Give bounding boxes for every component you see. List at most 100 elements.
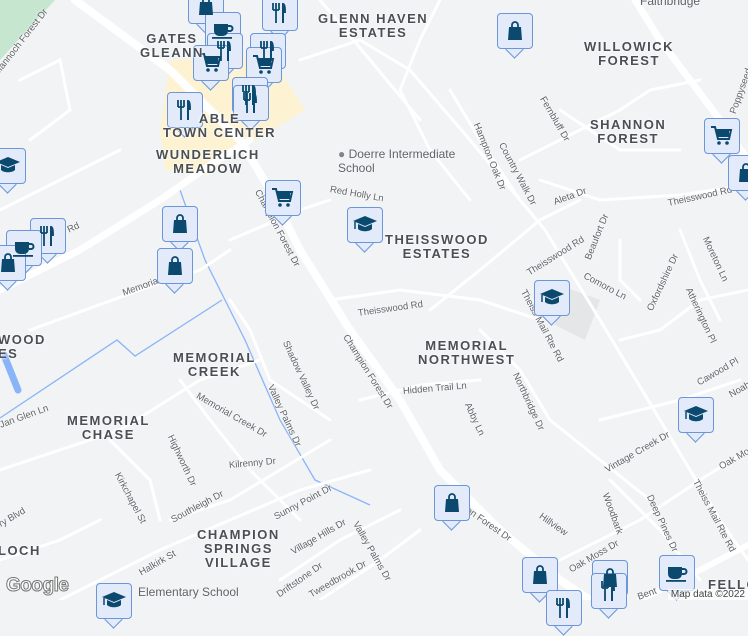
marker-box — [659, 555, 695, 591]
shopping-bag-icon — [445, 493, 459, 512]
shopping-bag-icon — [739, 163, 748, 182]
neighborhood-wood-es: WOOD ES — [0, 332, 46, 361]
restaurant-icon — [40, 226, 54, 246]
shopping-cart-icon — [253, 55, 275, 74]
champion-forest-dr — [71, 0, 594, 600]
school-icon — [0, 157, 20, 173]
neighborhood-glenn-haven: GLENN HAVEN ESTATES — [318, 11, 429, 40]
shopping-bag-icon — [1, 253, 15, 272]
map-marker-restaurant[interactable] — [30, 218, 66, 264]
map-marker-restaurant[interactable] — [262, 0, 298, 41]
restaurant-icon — [177, 100, 191, 120]
marker-box — [162, 206, 198, 242]
marker-box — [246, 47, 282, 83]
shopping-bag-icon — [199, 0, 213, 15]
pond — [0, 351, 22, 394]
shopping-bag-icon — [168, 256, 182, 275]
map-marker-school[interactable] — [96, 583, 132, 629]
restaurant-icon — [260, 41, 274, 61]
neighborhood-loch: LOCH — [0, 543, 41, 558]
map-marker-coffee-cup[interactable] — [6, 230, 42, 276]
neighborhood-theisswood: THEISSWOOD ESTATES — [385, 232, 489, 261]
neighborhood-memorial-nw: MEMORIAL NORTHWEST — [418, 338, 516, 367]
map-marker-shopping-bag[interactable] — [0, 245, 26, 291]
marker-box — [522, 557, 558, 593]
restaurant-icon — [601, 581, 615, 601]
map-marker-shopping-bag[interactable] — [522, 557, 558, 603]
neighborhood-champion-springs: CHAMPION SPRINGS VILLAGE — [197, 527, 280, 570]
marker-box — [157, 248, 193, 284]
marker-box — [6, 230, 42, 266]
marker-box — [30, 218, 66, 254]
marker-box — [262, 0, 298, 31]
school-icon — [102, 592, 126, 608]
google-logo: Google — [5, 575, 69, 597]
shopping-cart-icon — [711, 126, 733, 145]
map-marker-shopping-bag[interactable] — [162, 206, 198, 252]
marker-box — [265, 180, 301, 216]
marker-box — [434, 485, 470, 521]
marker-box — [497, 13, 533, 49]
neighborhood-memorial-creek: MEMORIAL CREEK — [173, 350, 256, 379]
school-icon — [353, 216, 377, 232]
park-area — [0, 0, 55, 60]
map-marker-shopping-bag[interactable] — [157, 248, 193, 294]
marker-box — [0, 148, 26, 184]
neighborhood-shannon: SHANNON FOREST — [590, 117, 667, 146]
memorial-rd — [0, 136, 254, 294]
map-marker-school[interactable] — [534, 280, 570, 326]
school-icon — [540, 289, 564, 305]
marker-box — [704, 118, 740, 154]
marker-box — [347, 207, 383, 243]
map-marker-restaurant[interactable] — [167, 92, 203, 138]
poi-elementary-school[interactable]: Elementary School — [138, 585, 239, 599]
shopping-bag-icon — [533, 565, 547, 584]
coffee-cup-icon — [13, 242, 35, 257]
neighborhood-wunderlich: WUNDERLICH MEADOW — [156, 147, 260, 176]
restaurant-icon — [556, 598, 570, 618]
marker-box — [167, 92, 203, 128]
school-icon — [684, 406, 708, 422]
map-marker-shopping-cart[interactable] — [704, 118, 740, 164]
marker-box — [534, 280, 570, 316]
coffee-cup-icon — [666, 567, 688, 582]
map-marker-shopping-bag[interactable] — [728, 155, 748, 201]
shopping-bag-icon — [508, 21, 522, 40]
marker-box — [546, 590, 582, 626]
pin-icon: ● — [338, 147, 346, 161]
map-marker-restaurant[interactable] — [233, 85, 269, 131]
map-marker-school[interactable] — [0, 148, 26, 194]
marker-box — [96, 583, 132, 619]
neighborhood-town-center: ABLE TOWN CENTER — [163, 111, 277, 140]
map-marker-coffee-cup[interactable] — [659, 555, 695, 601]
shopping-cart-icon — [272, 188, 294, 207]
map-marker-shopping-cart[interactable] — [265, 180, 301, 226]
map-marker-school[interactable] — [678, 397, 714, 443]
marker-box — [0, 245, 26, 281]
poi-faithbridge[interactable]: Faithbridge — [640, 0, 701, 8]
map-marker-school[interactable] — [347, 207, 383, 253]
map-marker-restaurant[interactable] — [546, 590, 582, 636]
neighborhood-fello: FELLO — [708, 577, 748, 592]
restaurant-icon — [217, 41, 231, 61]
shopping-cart-icon — [200, 53, 222, 72]
map-marker-restaurant[interactable] — [591, 573, 627, 619]
marker-box — [728, 155, 748, 191]
poi-doerre-school[interactable]: ● Doerre Intermediate School — [338, 147, 455, 175]
marker-box — [233, 85, 269, 121]
coffee-cup-icon — [212, 24, 234, 39]
map-marker-shopping-cart[interactable] — [193, 45, 229, 91]
shopping-bag-icon — [173, 214, 187, 233]
restaurant-icon — [272, 3, 286, 23]
map-marker-shopping-bag[interactable] — [497, 13, 533, 59]
neighborhood-gates-gleann: GATES GLEANN — [140, 31, 204, 60]
marker-box — [678, 397, 714, 433]
map-marker-shopping-bag[interactable] — [434, 485, 470, 531]
map-attribution[interactable]: Map data ©2022 — [667, 589, 748, 600]
map-marker-shopping-cart[interactable] — [246, 47, 282, 93]
marker-box — [591, 573, 627, 609]
neighborhood-memorial-chase: MEMORIAL CHASE — [67, 413, 150, 442]
restaurant-icon — [243, 93, 257, 113]
marker-box — [193, 45, 229, 81]
